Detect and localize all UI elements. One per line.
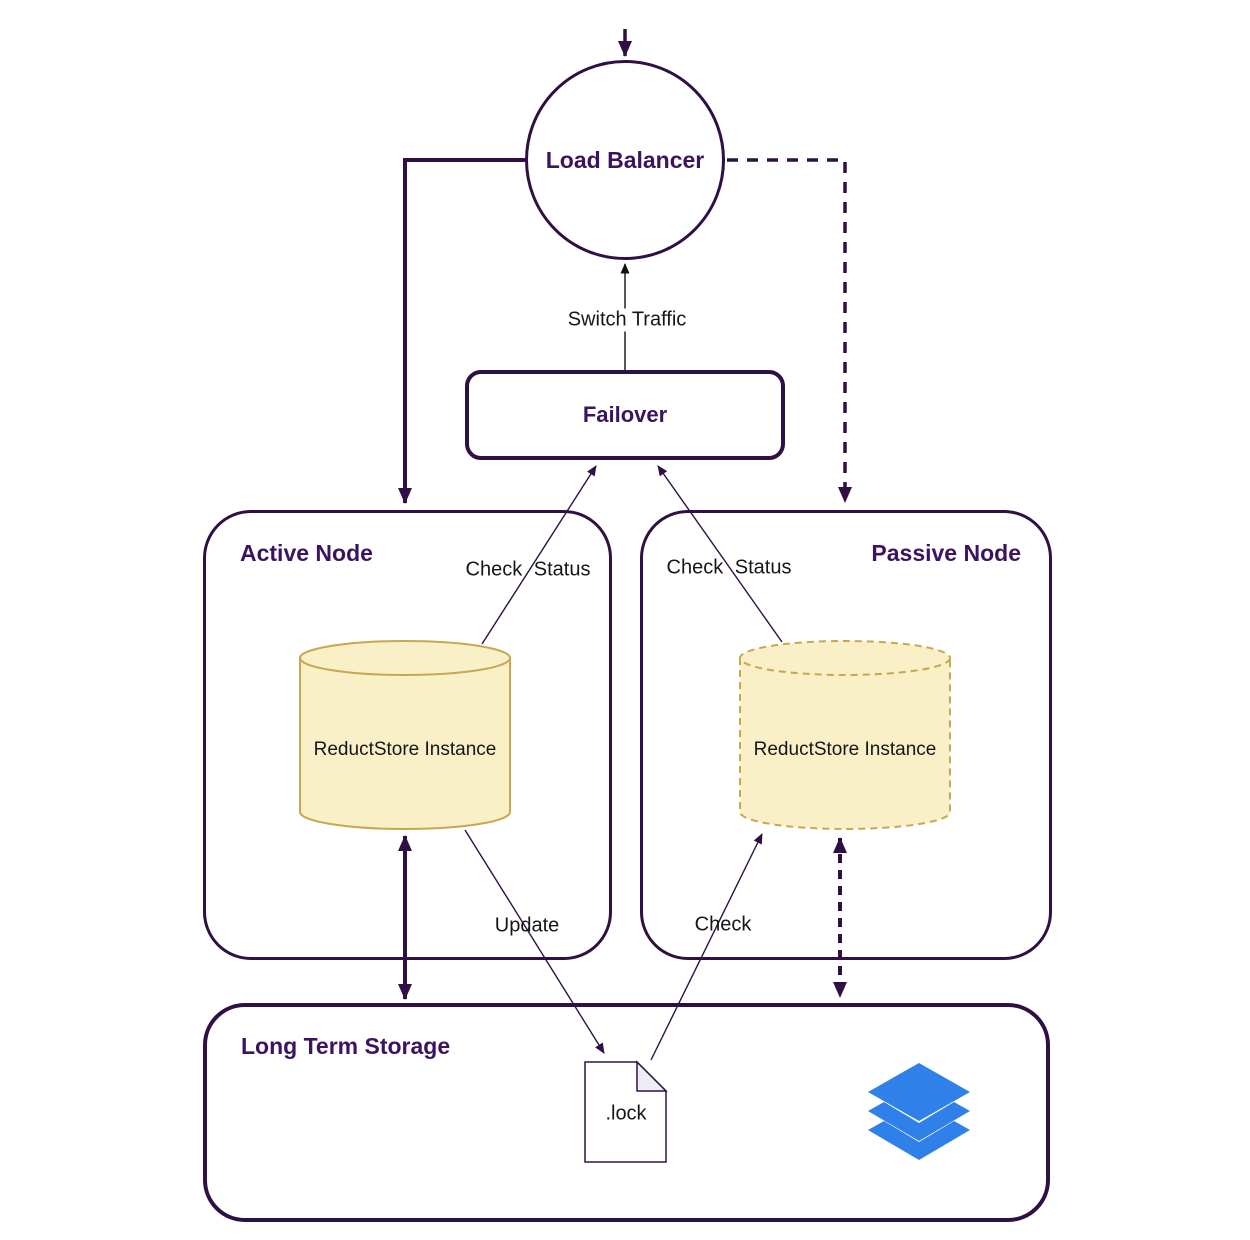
long-term-storage-title: Long Term Storage xyxy=(241,1033,451,1059)
active-instance-label: ReductStore Instance xyxy=(313,739,497,760)
failover-node: Failover xyxy=(465,370,785,460)
update-label: Update xyxy=(494,914,560,937)
passive-instance-label: ReductStore Instance xyxy=(753,739,937,760)
check-label: Check xyxy=(694,913,752,936)
lock-file-label: .lock xyxy=(605,1102,647,1125)
active-node-title: Active Node xyxy=(240,540,373,566)
switch-traffic-label: Switch Traffic xyxy=(561,308,693,332)
load-balancer-label: Load Balancer xyxy=(545,146,705,173)
passive-node-title: Passive Node xyxy=(871,540,1021,566)
passive-check-status-label: Check Status xyxy=(666,556,792,579)
load-balancer-node: Load Balancer xyxy=(525,60,725,260)
failover-label: Failover xyxy=(582,402,668,427)
active-check-status-label: Check Status xyxy=(465,558,591,581)
